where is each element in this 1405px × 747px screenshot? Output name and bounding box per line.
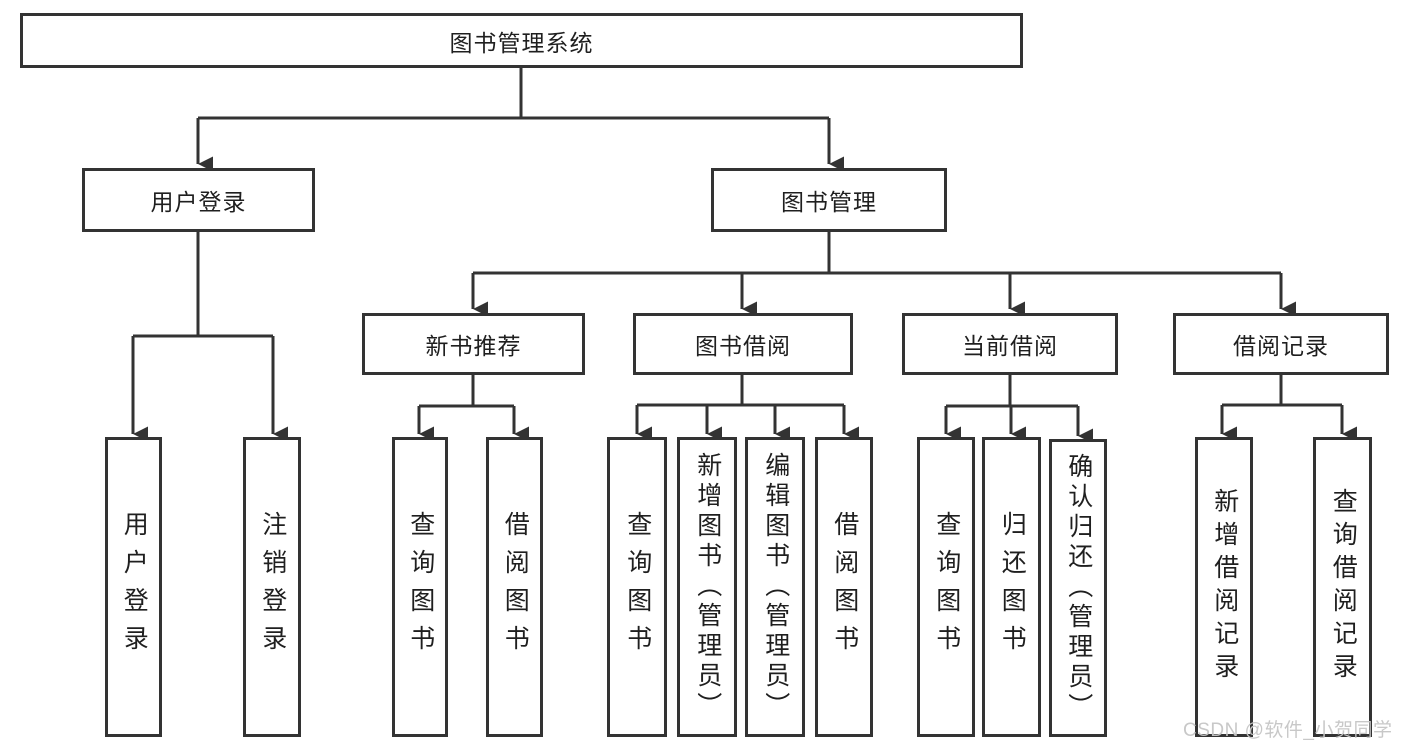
node-add-borrow-record-leaf: 新增借阅记录 <box>1195 437 1253 737</box>
node-add-books-admin-leaf: 新增图书（管理员） <box>677 437 737 737</box>
node-label: 新书推荐 <box>425 333 522 359</box>
node-user-login-branch: 用户登录 <box>82 168 315 232</box>
node-label: 借阅图书 <box>830 511 859 663</box>
node-user-login-leaf: 用户登录 <box>105 437 162 737</box>
node-query-borrow-record-leaf: 查询借阅记录 <box>1313 437 1372 737</box>
node-label: 查询图书 <box>406 511 435 663</box>
node-logout-leaf: 注销登录 <box>243 437 301 737</box>
node-query-books-leaf: 查询图书 <box>607 437 667 737</box>
node-label: 注销登录 <box>258 511 287 663</box>
node-current-borrowing: 当前借阅 <box>902 313 1118 375</box>
node-label: 用户登录 <box>120 511 149 663</box>
node-label: 查询图书 <box>932 511 961 663</box>
node-label: 新增图书（管理员） <box>693 452 722 722</box>
node-book-management-branch: 图书管理 <box>711 168 947 232</box>
node-label: 用户登录 <box>150 189 247 215</box>
node-confirm-return-admin-leaf: 确认归还（管理员） <box>1049 439 1107 737</box>
node-label: 图书借阅 <box>695 333 791 359</box>
node-label: 确认归还（管理员） <box>1064 453 1093 723</box>
node-label: 查询图书 <box>623 511 652 663</box>
node-label: 借阅记录 <box>1233 333 1329 359</box>
node-label: 当前借阅 <box>962 333 1058 359</box>
node-edit-books-admin-leaf: 编辑图书（管理员） <box>745 437 805 737</box>
node-new-book-recommend: 新书推荐 <box>362 313 585 375</box>
node-label: 编辑图书（管理员） <box>761 452 790 722</box>
node-query-books-leaf: 查询图书 <box>392 437 448 737</box>
node-book-borrowing: 图书借阅 <box>633 313 853 375</box>
node-borrow-books-leaf: 借阅图书 <box>486 437 543 737</box>
node-library-management-system: 图书管理系统 <box>20 13 1023 68</box>
node-label: 图书管理系统 <box>449 29 594 56</box>
node-borrow-books-leaf: 借阅图书 <box>815 437 873 737</box>
node-borrow-records: 借阅记录 <box>1173 313 1389 375</box>
node-label: 借阅图书 <box>501 511 530 663</box>
csdn-watermark: CSDN @软件_小贺同学 <box>1183 720 1393 741</box>
node-label: 图书管理 <box>781 189 877 215</box>
node-label: 归还图书 <box>998 511 1027 663</box>
node-label: 查询借阅记录 <box>1329 488 1358 686</box>
node-label: 新增借阅记录 <box>1210 488 1239 686</box>
node-query-books-leaf: 查询图书 <box>917 437 975 737</box>
node-return-books-leaf: 归还图书 <box>982 437 1041 737</box>
